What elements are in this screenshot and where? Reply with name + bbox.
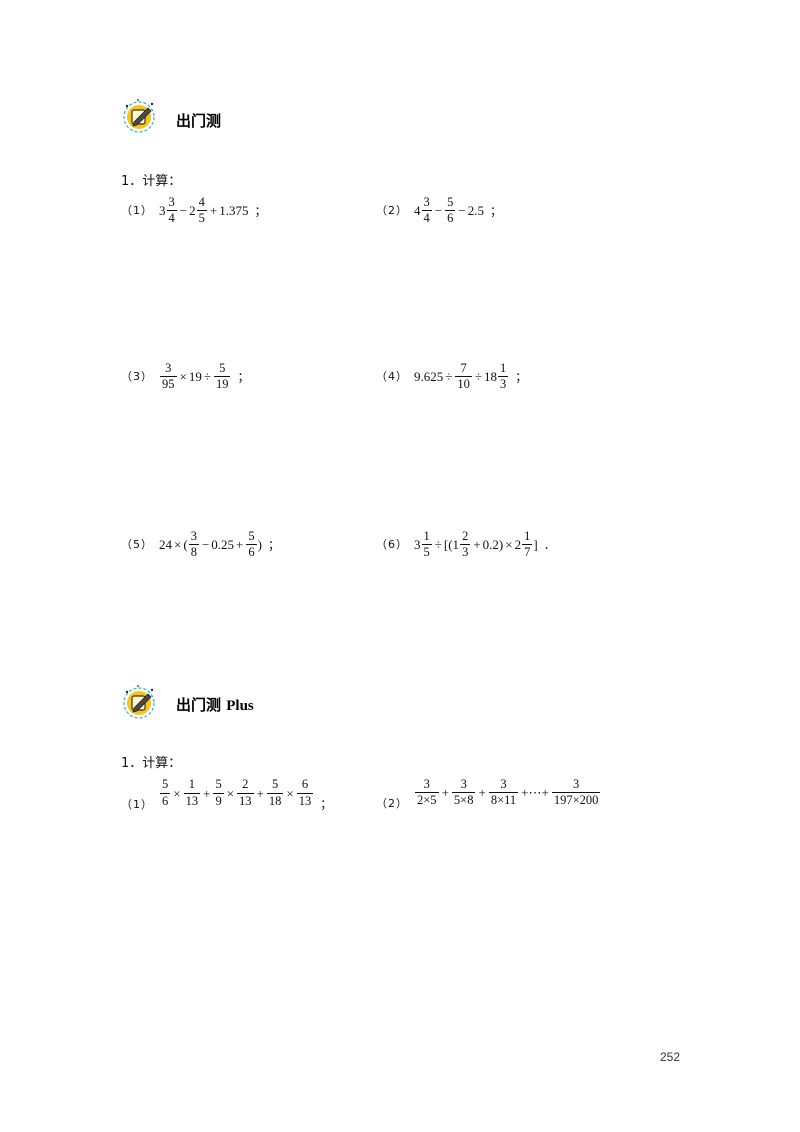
section-title-plus-suffix: Plus <box>226 698 254 714</box>
problem-label: （2） <box>376 797 408 810</box>
problem-tail: ； <box>515 369 528 384</box>
problem-label: （1） <box>121 204 153 218</box>
section-title-plus: 出门测 Plus <box>176 694 254 715</box>
problem-label: （2） <box>376 204 408 218</box>
problem-label: （1） <box>121 797 153 811</box>
problem-tail: ； <box>237 369 250 384</box>
problem-label: （3） <box>121 370 153 384</box>
section-title: 出门测 <box>176 112 222 130</box>
page-number: 252 <box>660 1050 681 1064</box>
problem-label: （6） <box>376 538 408 552</box>
problem-tail: ； <box>489 203 502 218</box>
section-title-main: 出门测 <box>176 696 222 714</box>
problem-tail: ； <box>320 797 333 811</box>
problem-label: （5） <box>121 538 153 552</box>
problem-tail: ； <box>254 203 267 218</box>
question-heading: 1．计算： <box>121 174 182 189</box>
problem-label: （4） <box>376 370 408 384</box>
problem-tail: ； <box>267 537 280 552</box>
section-pencil-icon <box>121 684 157 720</box>
problem-tail: ． <box>543 537 556 552</box>
question-heading: 1．计算： <box>121 756 182 771</box>
section-pencil-icon <box>121 98 157 134</box>
